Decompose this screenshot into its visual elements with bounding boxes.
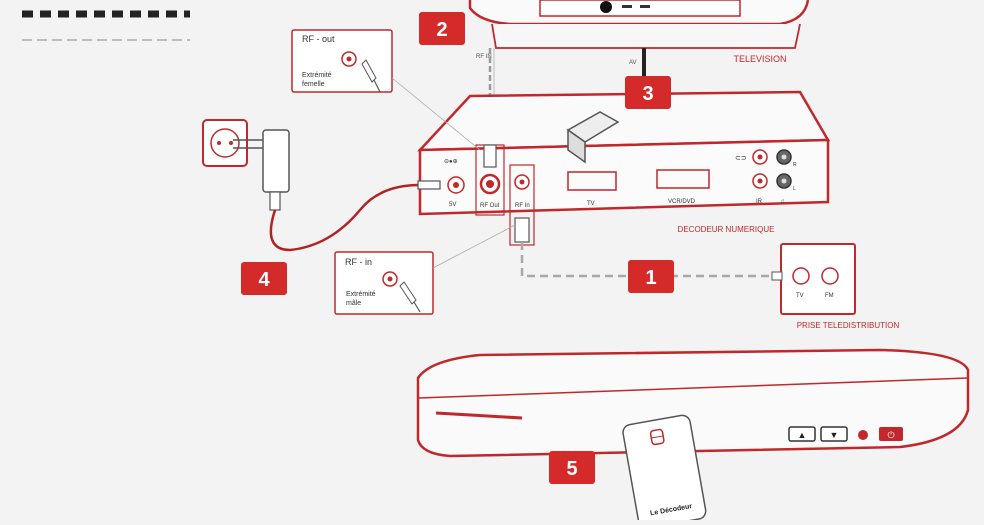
port-rf-out-label: RF Out [480, 203, 500, 209]
decoder-back [417, 90, 831, 216]
tv-power-dot [600, 1, 612, 13]
callout-rf-out-line2: femelle [302, 81, 325, 88]
decoder-label: DECODEUR NUMERIQUE [678, 225, 775, 234]
badge-2: 2 [419, 12, 465, 45]
callout-rf-in-line2: mâle [346, 300, 361, 307]
badge-5: 5 [549, 451, 595, 484]
port-tv-label: TV [587, 201, 595, 207]
audio-l-label: L [793, 186, 796, 192]
svg-text:1: 1 [645, 267, 656, 289]
rf-out-port: RF Out [475, 144, 505, 216]
antenna-cable [520, 242, 780, 278]
power-cable [269, 183, 421, 252]
channel-down-button[interactable] [820, 426, 848, 442]
status-led [858, 430, 868, 440]
power-button[interactable] [879, 427, 903, 441]
svg-text:3: 3 [642, 83, 653, 105]
callout-rf-out: RF - out Extrémité femelle [291, 29, 393, 93]
tv-rf-in-label: RF IN [476, 54, 492, 60]
svg-text:5: 5 [566, 458, 577, 480]
callout-rf-in-line1: Extrémité [346, 291, 376, 298]
outlet-label: PRISE TELEDISTRIBUTION [797, 321, 900, 330]
badge-4: 4 [241, 262, 287, 295]
svg-text:2: 2 [436, 19, 447, 41]
tv-scart-port [567, 171, 617, 191]
vcr-scart-port [656, 169, 710, 189]
badge-3: 3 [625, 76, 671, 109]
arrow-up-icon: ▲ [798, 430, 807, 440]
power-icon: ⏻ [887, 430, 894, 440]
television [468, 0, 810, 49]
callout-rf-out-line1: Extrémité [302, 72, 332, 79]
svg-text:4: 4 [258, 269, 270, 291]
channel-up-button[interactable] [788, 426, 816, 442]
outlet-tv-label: TV [796, 293, 804, 299]
badge-1: 1 [628, 260, 674, 293]
callout-rf-in-title: RF - in [345, 257, 372, 267]
tv-av-label: AV [629, 60, 637, 66]
scart-plug [566, 111, 620, 164]
audio-ir-ports: ⊂⊃ R L IR ♫ [735, 149, 797, 205]
port-rf-in-label: RF In [515, 203, 530, 209]
television-label: TELEVISION [733, 54, 786, 64]
port-5v-label: 5V [449, 202, 456, 208]
port-vcr-label: VCR/DVD [668, 199, 696, 205]
remote-control: Le Décodeur [622, 414, 707, 525]
tv-distribution-outlet: TV FM [771, 243, 856, 315]
svg-text:⊖●⊕: ⊖●⊕ [444, 159, 458, 165]
power-adapter [233, 129, 290, 211]
svg-text:♫: ♫ [780, 199, 785, 205]
wall-power-socket [202, 119, 248, 167]
audio-r-label: R [793, 162, 797, 168]
callout-rf-in: RF - in Extrémité mâle [334, 251, 434, 315]
power-port: ⊖●⊕ 5V [444, 159, 465, 208]
power-plug [417, 180, 441, 190]
decoder-front: ▲ ▼ ⏻ [416, 348, 970, 458]
svg-text:⊂⊃: ⊂⊃ [735, 155, 747, 162]
callout-rf-out-title: RF - out [302, 34, 335, 44]
outlet-fm-label: FM [825, 293, 834, 299]
port-ir-label: IR [756, 199, 763, 205]
arrow-down-icon: ▼ [830, 430, 839, 440]
disc-slot [435, 411, 523, 420]
